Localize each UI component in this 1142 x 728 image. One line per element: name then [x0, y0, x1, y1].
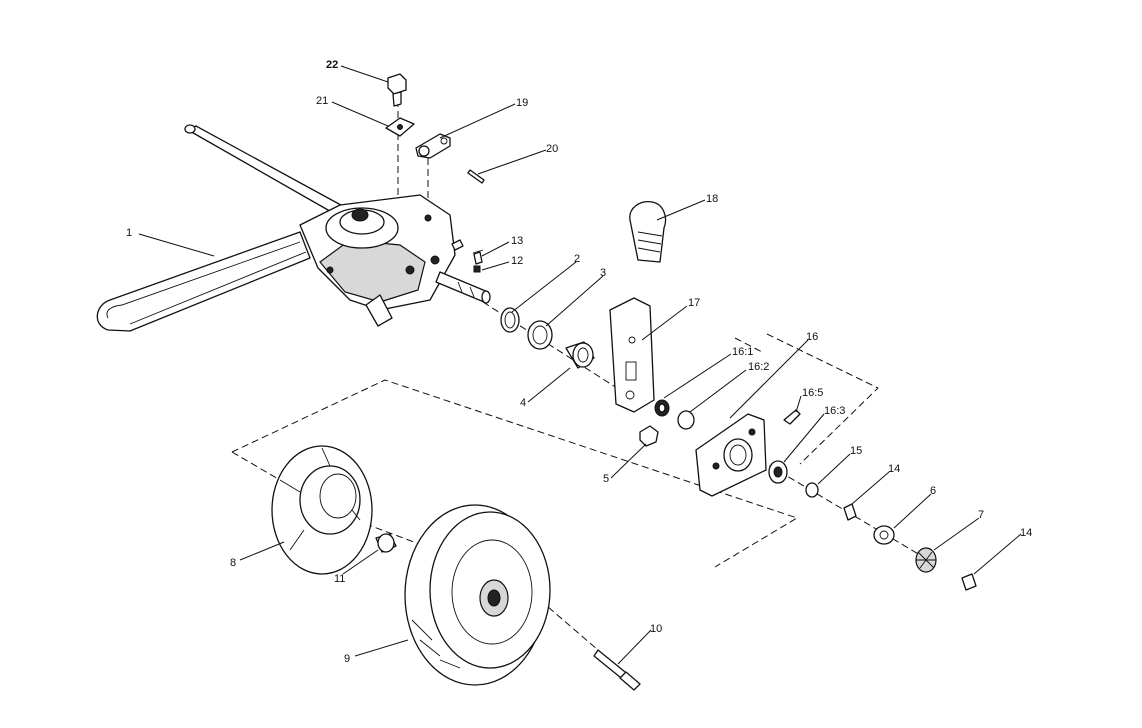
callout-8: 8 — [230, 557, 236, 569]
part-16-3-washer — [768, 460, 788, 484]
callout-22: 22 — [326, 59, 338, 71]
callout-7: 7 — [978, 509, 984, 521]
callout-16-5: 16:5 — [802, 387, 823, 399]
part-19-lever — [415, 133, 451, 159]
part-11-bushing — [375, 533, 397, 553]
small-fitting — [451, 239, 464, 251]
part-15-washer — [805, 482, 819, 498]
callout-16: 16 — [806, 331, 818, 343]
callout-3: 3 — [600, 267, 606, 279]
callout-13: 13 — [511, 235, 523, 247]
part-16-1-bushing — [654, 399, 670, 417]
part-14-clip-lower — [961, 573, 977, 591]
callout-6: 6 — [930, 485, 936, 497]
callout-14-lower: 14 — [1020, 527, 1032, 539]
callout-labels: 1 2 3 4 5 6 7 8 9 10 11 12 13 14 14 15 1… — [126, 59, 1032, 665]
callout-9: 9 — [344, 653, 350, 665]
transmission-gearbox — [299, 194, 491, 327]
part-3-washer — [527, 320, 553, 350]
callout-18: 18 — [706, 193, 718, 205]
callout-4: 4 — [520, 397, 526, 409]
part-16-2-spacer — [677, 410, 695, 430]
callout-20: 20 — [546, 143, 558, 155]
callout-15: 15 — [850, 445, 862, 457]
callout-19: 19 — [516, 97, 528, 109]
part-7-pinion-gear — [915, 547, 937, 573]
part-1-drive-cable-loop — [96, 124, 351, 332]
callout-2: 2 — [574, 253, 580, 265]
part-14-clip-upper — [843, 503, 857, 521]
part-22-bolt — [387, 73, 407, 107]
part-12-nut — [473, 265, 481, 273]
part-4-bushing — [565, 341, 595, 369]
callout-16-1: 16:1 — [732, 346, 753, 358]
callout-12: 12 — [511, 255, 523, 267]
part-20-pin — [467, 169, 485, 184]
callout-21: 21 — [316, 95, 328, 107]
part-8-hub-cap — [271, 445, 373, 575]
part-16-5-grease-fitting — [783, 409, 801, 425]
callout-10: 10 — [650, 623, 662, 635]
leader-lines — [138, 65, 1022, 665]
part-17-height-bracket — [609, 297, 655, 413]
part-9-wheel — [404, 504, 551, 686]
callout-16-2: 16:2 — [748, 361, 769, 373]
callout-16-3: 16:3 — [824, 405, 845, 417]
callout-14-upper: 14 — [888, 463, 900, 475]
part-6-washer — [873, 525, 895, 545]
part-13-screw — [472, 249, 484, 265]
part-16-adjuster-plate — [695, 413, 767, 497]
part-10-axle-bolt — [593, 649, 641, 691]
part-2-retaining-ring — [500, 307, 520, 333]
part-5-nut — [639, 425, 659, 447]
callout-1: 1 — [126, 227, 132, 239]
part-18-adjust-knob — [629, 201, 667, 263]
callout-11: 11 — [334, 573, 345, 585]
callout-5: 5 — [603, 473, 609, 485]
part-21-clamp — [385, 117, 415, 137]
callout-17: 17 — [688, 297, 700, 309]
